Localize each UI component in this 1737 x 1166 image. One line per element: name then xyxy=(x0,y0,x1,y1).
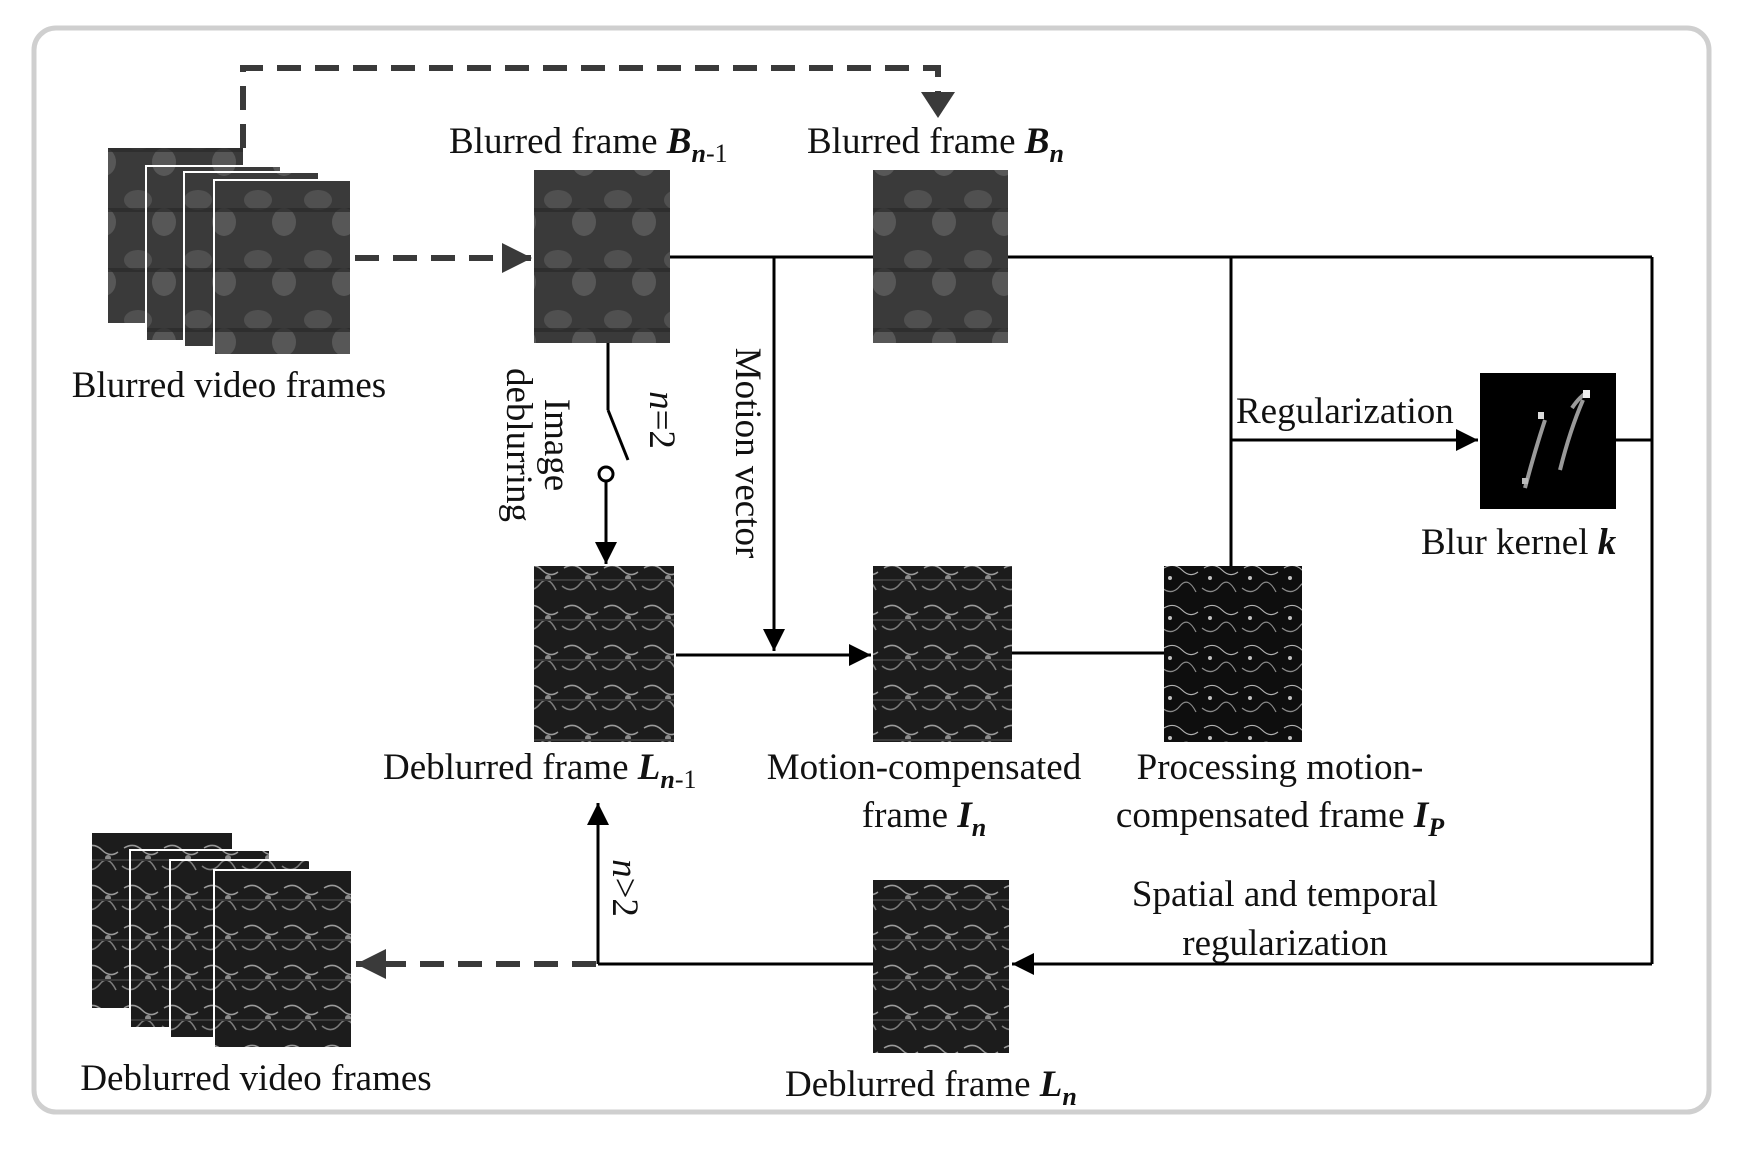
dashed-top-loop-arrowhead xyxy=(921,92,955,118)
svg-text:Image: Image xyxy=(536,399,577,491)
label-image-deblurring: deblurring Image xyxy=(498,368,577,522)
label-spatial-temporal-line2: regularization xyxy=(1182,923,1387,964)
label-blurred-frame-cur: Blurred frame Bn xyxy=(807,121,1064,168)
label-motion-compensated-line2: frame In xyxy=(862,795,986,842)
blurred-video-frames-stack xyxy=(108,148,352,356)
label-regularization: Regularization xyxy=(1236,391,1454,432)
label-loop-condition: n>2 xyxy=(604,859,645,917)
image-blurred-frame-prev xyxy=(534,170,670,343)
image-motion-compensated-frame xyxy=(873,566,1012,742)
label-spatial-temporal-line1: Spatial and temporal xyxy=(1132,874,1438,915)
label-blurred-video-frames: Blurred video frames xyxy=(72,365,386,406)
switch-contact xyxy=(597,465,615,483)
image-blurred-frame-cur xyxy=(873,170,1008,343)
panel-border xyxy=(31,25,1712,1115)
label-blurred-frame-prev: Blurred frame Bn-1 xyxy=(449,121,728,168)
deblurred-video-frames-stack xyxy=(92,833,353,1049)
solid-connectors xyxy=(606,255,1654,964)
label-deblurred-frame-prev: Deblurred frame Ln-1 xyxy=(383,747,697,794)
dashed-top-loop xyxy=(240,65,941,148)
image-blur-kernel xyxy=(1480,373,1616,509)
label-deblurred-video-frames: Deblurred video frames xyxy=(80,1058,431,1099)
image-deblurred-frame-prev xyxy=(534,566,674,742)
label-deblurred-frame-cur: Deblurred frame Ln xyxy=(785,1064,1077,1111)
label-blur-kernel: Blur kernel k xyxy=(1421,522,1617,563)
image-processing-frame xyxy=(1164,566,1302,742)
label-motion-vector: Motion vector xyxy=(727,348,768,559)
label-motion-compensated-line1: Motion-compensated xyxy=(767,747,1082,788)
image-deblurred-frame-cur xyxy=(873,880,1009,1053)
label-processing-line2: compensated frame IP xyxy=(1116,795,1445,842)
svg-text:deblurring: deblurring xyxy=(498,368,539,522)
label-switch-condition: n=2 xyxy=(641,391,682,449)
label-processing-line1: Processing motion- xyxy=(1137,747,1424,788)
